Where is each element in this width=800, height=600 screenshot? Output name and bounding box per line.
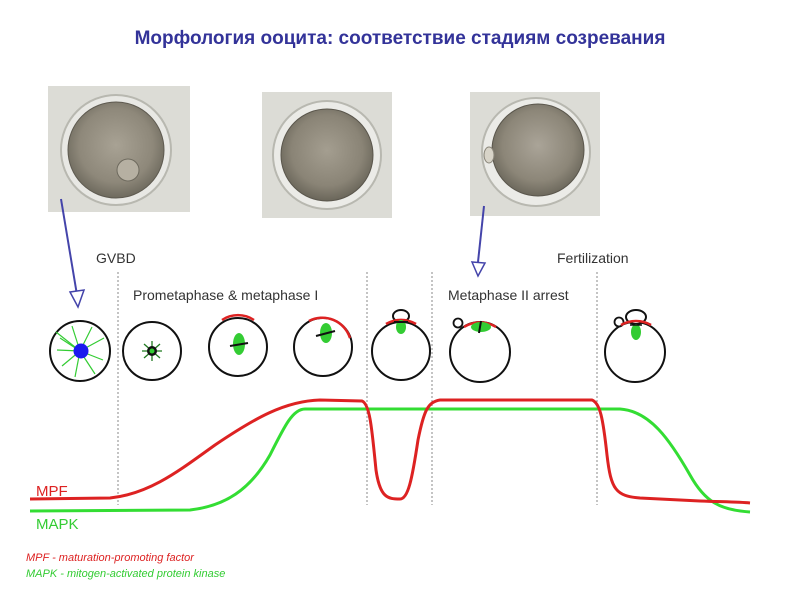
stage-label-prometaphase: Prometaphase & metaphase I: [133, 287, 319, 303]
schematic-anaphase-oocyte: [371, 309, 431, 381]
arrow-gv: [60, 198, 86, 309]
stage-label-gvbd: GVBD: [96, 250, 136, 266]
arrow-mii: [470, 205, 487, 278]
stage-label-fertilization: Fertilization: [557, 250, 629, 266]
legend-mpf: MPF - maturation-promoting factor: [26, 552, 194, 564]
nucleus: [73, 343, 89, 359]
schematic-prometaphase-oocyte-2: [208, 313, 268, 377]
legend-mapk: MAPK - mitogen-activated protein kinase: [26, 568, 226, 580]
oocyte-photo-mi: [262, 92, 392, 218]
schematic-gv-oocyte: [49, 320, 111, 382]
oocyte-photo-gv: [48, 86, 190, 212]
mapk-curve: [29, 407, 751, 514]
schematic-fertilized-oocyte: [604, 309, 666, 383]
oocyte-photo-mii: [470, 92, 600, 216]
page-title: Морфология ооцита: соответствие стадиям …: [134, 28, 666, 49]
mapk-curve-label: MAPK: [36, 516, 79, 533]
schematic-metaphase2-oocyte: [449, 317, 511, 383]
stage-separators: [117, 272, 598, 505]
mpf-curve: [29, 398, 751, 505]
stage-label-metaphase2: Metaphase II arrest: [448, 287, 569, 303]
mpf-curve-label: MPF: [36, 483, 68, 500]
schematic-metaphase1-oocyte: [293, 316, 353, 377]
schematic-prometaphase-oocyte-1: [122, 321, 182, 381]
